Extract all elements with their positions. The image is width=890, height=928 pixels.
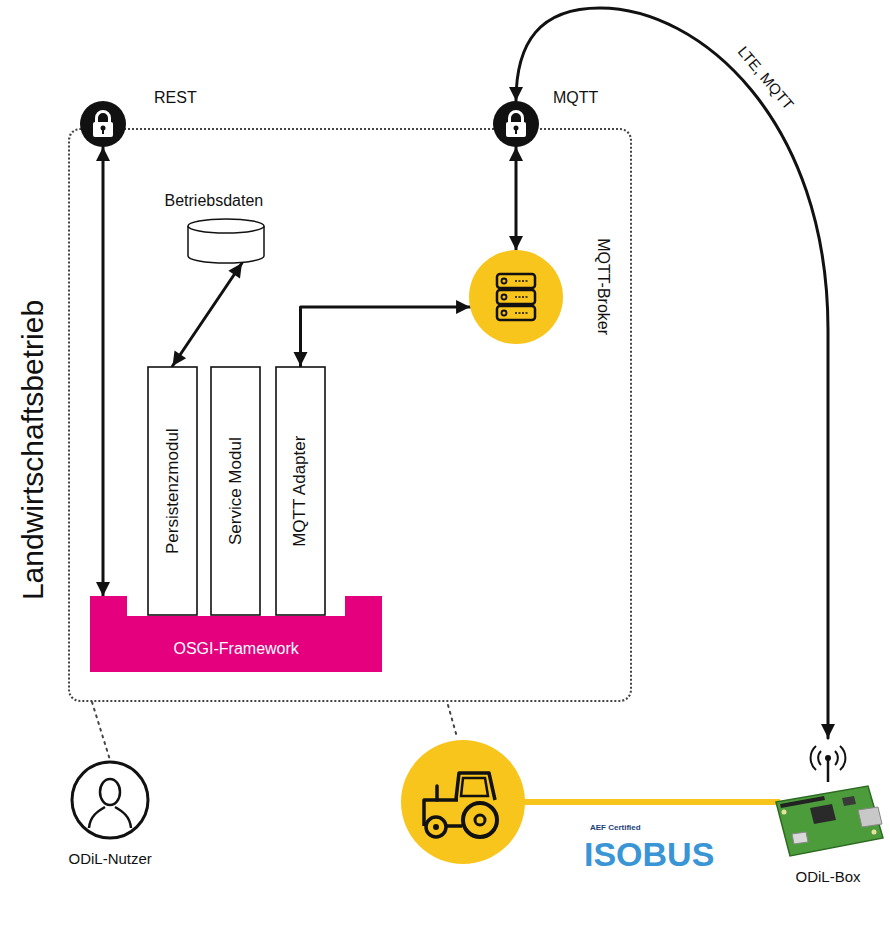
lock-outline bbox=[80, 101, 126, 147]
node-label: Persistenzmodul bbox=[162, 428, 182, 554]
connector bbox=[294, 300, 471, 366]
isobus-logo: ISOBUS bbox=[584, 834, 714, 875]
connector bbox=[509, 147, 523, 250]
connector-line bbox=[92, 702, 110, 760]
lock-outline bbox=[493, 101, 539, 147]
node-label: REST bbox=[154, 88, 197, 107]
edge-label: LTE, MQTT bbox=[732, 41, 799, 116]
connector-line bbox=[515, 147, 518, 250]
module-box: Persistenzmodul bbox=[147, 366, 198, 616]
lock-icon: MQTT bbox=[493, 101, 539, 147]
connector bbox=[509, 8, 835, 738]
node-label: ODiL-Nutzer bbox=[69, 850, 152, 868]
broker-outline bbox=[469, 250, 563, 344]
box-device: ODiL-Box bbox=[770, 738, 886, 864]
module-box: Service Modul bbox=[210, 366, 261, 616]
user-circle: ODiL-Nutzer bbox=[70, 760, 150, 840]
node-label: MQTT bbox=[553, 88, 598, 107]
arrow-head bbox=[509, 87, 523, 101]
node-label: OSGI-Framework bbox=[174, 639, 299, 658]
certification-mark: AEF Certified bbox=[590, 823, 641, 833]
farm-region: LandwirtschaftsbetriebBetriebsdatenMQTT-… bbox=[68, 128, 632, 702]
lock-icon: REST bbox=[80, 101, 126, 147]
arrow-head bbox=[456, 300, 470, 314]
arrow-head bbox=[173, 350, 187, 366]
dotted-leader bbox=[448, 705, 457, 737]
cyl-outline bbox=[187, 218, 265, 264]
node-label: Betriebsdaten bbox=[165, 191, 264, 210]
arrow-head bbox=[509, 147, 523, 161]
connector bbox=[173, 263, 243, 366]
person-outline bbox=[70, 760, 150, 840]
node-label: Landwirtschaftsbetrieb bbox=[15, 300, 51, 600]
connector-line bbox=[173, 263, 243, 366]
board-outline bbox=[770, 738, 886, 864]
node-label: ODiL-Box bbox=[796, 868, 861, 886]
arrow-head bbox=[509, 236, 523, 250]
arrow-head bbox=[96, 147, 110, 161]
connector-line bbox=[516, 8, 828, 738]
connector-line bbox=[301, 307, 471, 366]
tractor-icon bbox=[401, 740, 525, 864]
connector-line bbox=[102, 147, 105, 596]
arrow-head bbox=[294, 352, 308, 366]
connector bbox=[96, 147, 110, 596]
arrow-head bbox=[821, 724, 835, 738]
node-label: MQTT Adapter bbox=[290, 436, 310, 547]
arrow-head bbox=[96, 582, 110, 596]
connector bbox=[92, 702, 110, 760]
osgi-outline bbox=[90, 596, 382, 672]
broker-circle: MQTT-Broker bbox=[469, 250, 563, 344]
node-label: MQTT-Broker bbox=[593, 238, 612, 335]
framework-band: OSGI-Framework bbox=[90, 596, 382, 672]
isobus-cable bbox=[520, 799, 780, 805]
module-box: MQTT Adapter bbox=[275, 366, 326, 616]
node-label: Service Modul bbox=[225, 437, 245, 545]
arrow-head bbox=[228, 263, 242, 279]
database-cylinder: Betriebsdaten bbox=[187, 218, 265, 264]
